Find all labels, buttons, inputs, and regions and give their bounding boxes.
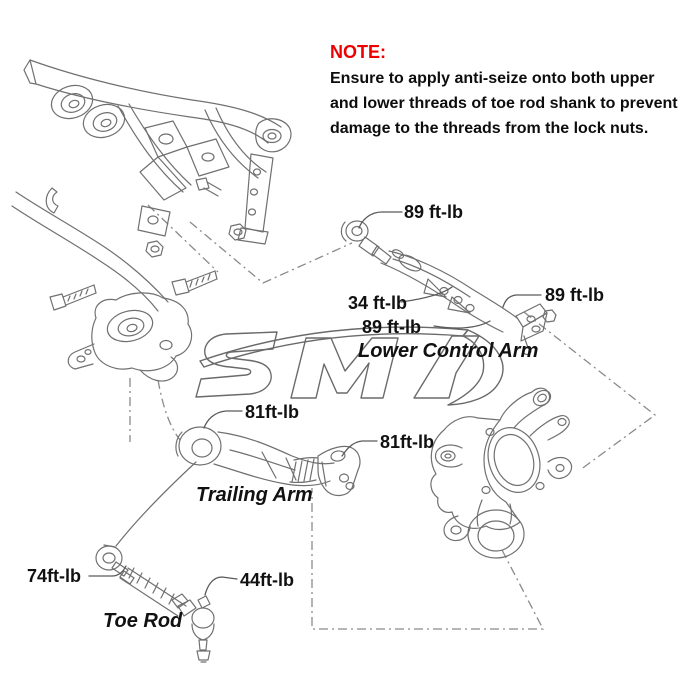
torque-label-trailing-arm-front: 81ft-lb (245, 402, 299, 422)
knuckle-drawing (430, 387, 573, 559)
note-line-2: and lower threads of toe rod shank to pr… (330, 95, 678, 112)
torque-label-lca-lower-bolt: 89 ft-lb (362, 317, 422, 337)
subframe-drawing (11, 59, 292, 547)
torque-label-lca-inner-bushing: 89 ft-lb (404, 202, 464, 222)
note-block: NOTE: Ensure to apply anti-seize onto bo… (330, 42, 695, 141)
smy-watermark-logo (195, 326, 504, 406)
torque-label-toe-rod-inner: 74ft-lb (27, 566, 81, 586)
torque-label-toe-rod-outer: 44ft-lb (240, 570, 294, 590)
part-name-toe-rod: Toe Rod (103, 610, 183, 632)
trailing-arm-drawing (175, 426, 361, 497)
note-title: NOTE: (330, 42, 386, 62)
part-name-trailing-arm: Trailing Arm (196, 484, 313, 506)
part-name-lower-control-arm: Lower Control Arm (358, 340, 539, 362)
alignment-dash-lines (129, 204, 657, 630)
torque-label-lca-outer-end: 89 ft-lb (545, 285, 605, 305)
torque-label-lca-adjuster: 34 ft-lb (348, 293, 408, 313)
toe-rod-drawing (95, 544, 215, 663)
leader-lines (88, 211, 542, 596)
note-line-3: damage to the threads from the lock nuts… (330, 120, 649, 137)
torque-label-trailing-arm-rear: 81ft-lb (380, 432, 434, 452)
note-line-1: Ensure to apply anti-seize onto both upp… (330, 70, 655, 87)
lower-control-arm-drawing (340, 220, 557, 356)
